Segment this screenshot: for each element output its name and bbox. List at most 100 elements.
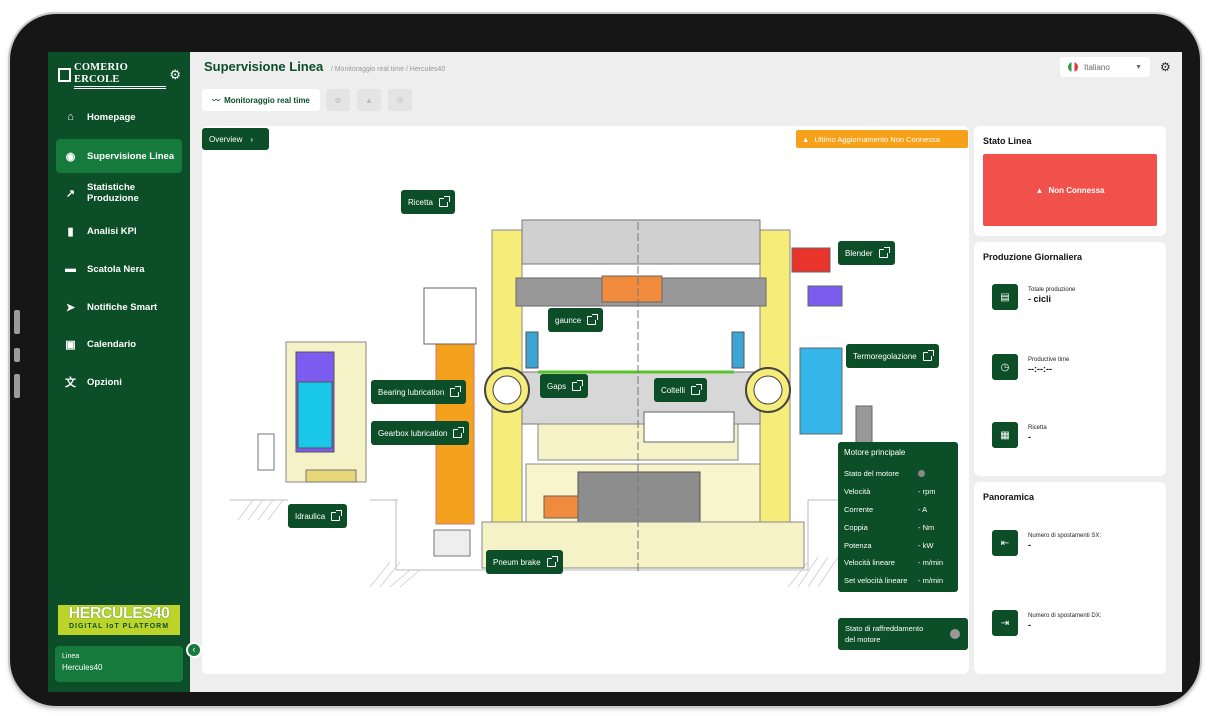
volume-button — [14, 374, 20, 398]
sidebar-item-notifiche[interactable]: ➤ Notifiche Smart — [56, 290, 182, 324]
line-value: Hercules40 — [62, 663, 103, 672]
button-label: Gaps — [547, 381, 567, 391]
produzione-card: Produzione Giornaliera ▤ Totale produzio… — [974, 242, 1166, 476]
overview-button[interactable]: Overview › — [202, 128, 269, 150]
kpi-label: Productive time — [1028, 357, 1070, 363]
clock-icon: ◷ — [992, 354, 1018, 380]
motor-cooling-status: Stato di raffreddamento del motore — [838, 618, 968, 650]
motor-row: Set velocità lineare- m/min — [844, 572, 952, 590]
ricetta-button[interactable]: Ricetta — [401, 190, 455, 214]
calendar-icon: ▣ — [65, 338, 76, 351]
trend-icon: ↗ — [65, 187, 76, 200]
line-label: Linea — [62, 653, 80, 660]
kpi-label: Numero di spostamenti DX: — [1028, 613, 1102, 619]
gaps-button[interactable]: Gaps — [540, 374, 589, 398]
external-link-icon — [691, 383, 703, 395]
kpi-totale: ▤ Totale produzione- cicli — [992, 284, 1075, 310]
brand-title: HERCULES40 — [68, 605, 170, 622]
kpi-label: Totale produzione — [1028, 287, 1076, 293]
box-icon: ▤ — [992, 284, 1018, 310]
motor-row: Velocità- rpm — [844, 483, 952, 501]
motor-row-label: Velocità lineare — [844, 558, 895, 568]
pneum-brake-button[interactable]: Pneum brake — [486, 550, 563, 574]
tab-errors[interactable]: ⊗ — [326, 89, 350, 111]
termoregolazione-button[interactable]: Termoregolazione — [846, 344, 939, 368]
motor-row-value: - kW — [918, 540, 934, 550]
translate-icon: 文 — [65, 377, 76, 389]
camera-dot — [14, 348, 20, 362]
line-selector[interactable]: Linea Hercules40 — [55, 646, 183, 682]
tab-charts[interactable]: ılı — [388, 89, 412, 111]
bearing-lubrication-button[interactable]: Bearing lubrication — [371, 380, 467, 404]
kpi-label: Numero di spostamenti SX: — [1028, 533, 1102, 539]
external-link-icon — [587, 313, 599, 325]
sidebar-item-label: Statistiche Produzione — [87, 182, 139, 204]
collapse-sidebar-button[interactable]: ‹ — [186, 642, 202, 658]
tab-monitoraggio[interactable]: 〰 Monitoraggio real time — [202, 89, 320, 111]
language-select[interactable]: Italiano ▼ — [1060, 57, 1150, 77]
external-link-icon — [546, 555, 558, 567]
line-status-banner: ▲ Non Connessa — [983, 154, 1157, 226]
card-title: Panoramica — [983, 492, 1035, 502]
kpi-value: - — [1028, 432, 1031, 442]
cooling-label: Stato di raffreddamento — [845, 624, 924, 633]
arrow-right-bar-icon: ⇥ — [992, 610, 1018, 636]
overview-label: Overview — [209, 134, 243, 144]
gaunce-button[interactable]: gaunce — [548, 308, 604, 332]
motor-row: Stato del motore — [844, 465, 952, 483]
sidebar-item-label: Calendario — [87, 338, 137, 350]
kpi-spostamenti-dx: ⇥ Numero di spostamenti DX:- — [992, 610, 1101, 636]
motor-row-value: - A — [918, 504, 928, 514]
motor-row-value: - rpm — [918, 487, 936, 497]
sidebar-item-scatola-nera[interactable]: ▬ Scatola Nera — [56, 252, 182, 286]
sidebar-item-kpi[interactable]: ▮ Analisi KPI — [56, 214, 182, 248]
external-link-icon — [453, 426, 465, 438]
sidebar-item-homepage[interactable]: ⌂ Homepage — [56, 100, 182, 134]
sidebar-item-statistiche[interactable]: ↗ Statistiche Produzione — [56, 176, 182, 210]
close-circle-icon: ⊗ — [334, 95, 342, 105]
tablet-frame: COMERIO ERCOLE ⚙ ⌂ Homepage ◉ Supervisio… — [10, 14, 1200, 706]
stato-linea-card: Stato Linea ▲ Non Connessa — [974, 126, 1166, 236]
line-status-text: Non Connessa — [1048, 185, 1105, 195]
gear-icon[interactable]: ⚙ — [1160, 60, 1171, 74]
kpi-ricetta: ▦ Ricetta- — [992, 422, 1047, 448]
app-screen: COMERIO ERCOLE ⚙ ⌂ Homepage ◉ Supervisio… — [48, 52, 1182, 692]
sidebar: COMERIO ERCOLE ⚙ ⌂ Homepage ◉ Supervisio… — [48, 52, 190, 692]
motor-row: Velocità lineare- m/min — [844, 554, 952, 572]
kpi-spostamenti-sx: ⇤ Numero di spostamenti SX:- — [992, 530, 1101, 556]
warning-text: Ultimo Aggiornamento Non Connessa — [814, 134, 940, 144]
status-dot-icon — [918, 470, 925, 478]
gearbox-lubrication-button[interactable]: Gearbox lubrication — [371, 421, 470, 445]
external-link-icon — [922, 349, 934, 361]
motor-title: Motore principale — [844, 448, 906, 457]
motor-row: Coppia- Nm — [844, 518, 952, 536]
card-title: Produzione Giornaliera — [983, 252, 1083, 262]
motor-row-value: - Nm — [918, 522, 935, 532]
chevron-down-icon: ▼ — [1135, 63, 1142, 71]
motor-status-card: Motore principale Stato del motore Veloc… — [838, 442, 958, 592]
brand-logo: COMERIO ERCOLE ⚙ — [58, 62, 181, 89]
tab-label: Monitoraggio real time — [224, 95, 310, 105]
sidebar-item-supervisione[interactable]: ◉ Supervisione Linea — [56, 139, 182, 173]
sidebar-item-label: Supervisione Linea — [87, 150, 175, 162]
external-link-icon — [438, 195, 450, 207]
logo-text: COMERIO ERCOLE — [74, 62, 167, 89]
sidebar-item-label: Opzioni — [87, 376, 122, 388]
external-link-icon — [878, 246, 890, 258]
language-value: Italiano — [1084, 62, 1110, 72]
kpi-value: - — [1028, 620, 1031, 630]
tab-warnings[interactable]: ▲ — [357, 89, 381, 111]
blender-button[interactable]: Blender — [838, 241, 895, 265]
coltelli-button[interactable]: Coltelli — [654, 378, 708, 402]
sidebar-item-opzioni[interactable]: 文 Opzioni — [56, 365, 182, 399]
machine-diagram — [230, 219, 873, 588]
idraulica-button[interactable]: Idraulica — [288, 504, 348, 528]
button-label: gaunce — [555, 315, 582, 325]
logo-mark-icon — [58, 68, 72, 82]
kpi-productive-time: ◷ Productive time--:--:-- — [992, 354, 1069, 380]
button-label: Idraulica — [295, 511, 326, 521]
warning-icon: ▲ — [1035, 185, 1044, 195]
sidebar-item-calendario[interactable]: ▣ Calendario — [56, 327, 182, 361]
button-label: Bearing lubrication — [378, 387, 445, 397]
send-icon: ➤ — [65, 301, 76, 314]
